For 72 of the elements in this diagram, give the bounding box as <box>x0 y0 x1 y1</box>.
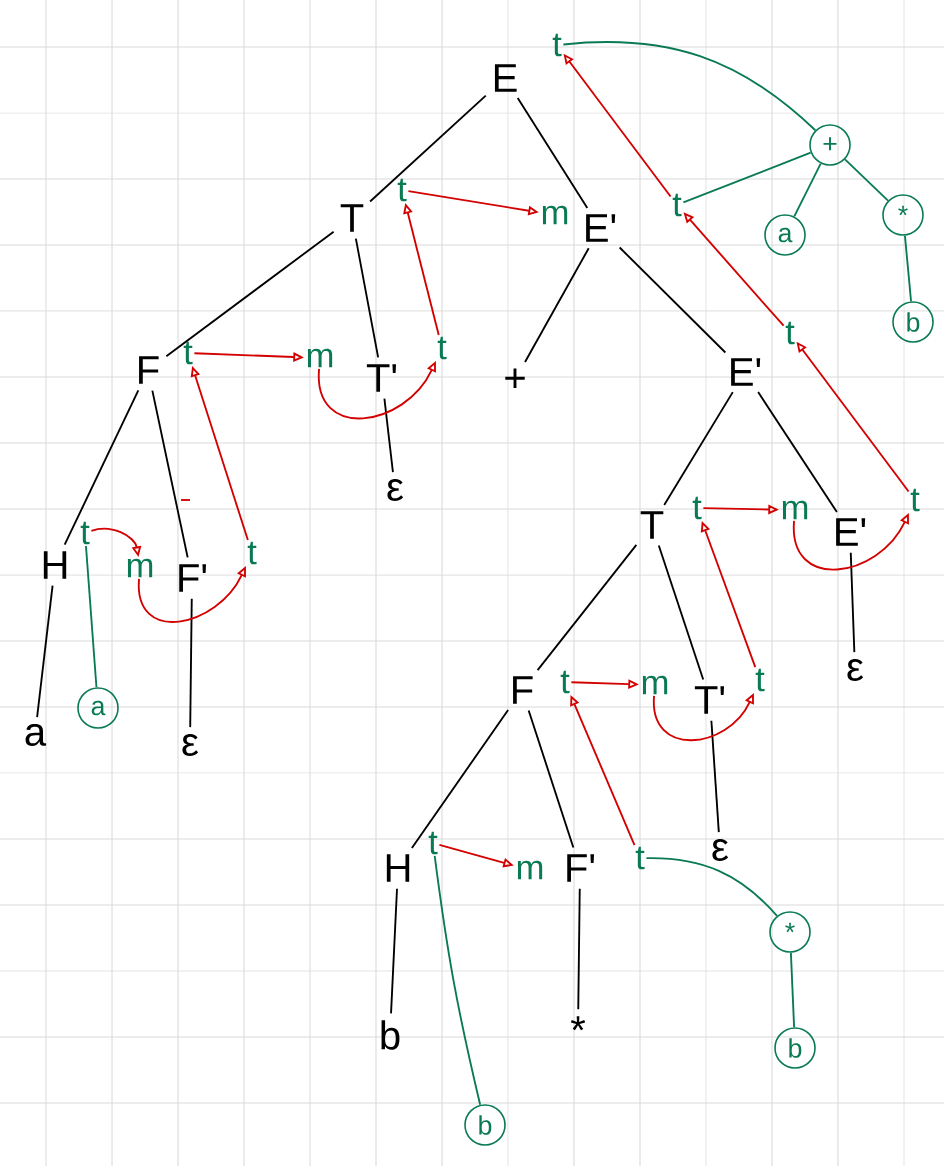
attribute-label: t <box>672 193 682 217</box>
attribute-label: m <box>517 860 543 880</box>
attribute-label: t <box>80 521 90 545</box>
grammar-symbol: T' <box>694 686 725 714</box>
tree-branch <box>354 237 380 359</box>
grammar-symbol: ε <box>182 734 199 756</box>
tree-branch <box>63 389 140 546</box>
grammar-symbol: F <box>513 676 533 704</box>
grammar-symbol: H <box>43 551 67 579</box>
grammar-symbol: + <box>505 368 525 389</box>
attribute-label: m <box>542 205 568 225</box>
tree-branch <box>410 709 510 849</box>
grammar-symbol: * <box>570 1016 586 1031</box>
tree-link <box>793 162 822 218</box>
tree-branch <box>527 709 575 849</box>
grammar-symbol: E <box>494 64 517 92</box>
attribute-label: t <box>552 33 562 57</box>
tree-branch <box>849 551 856 654</box>
grammar-symbol: E' <box>731 358 761 386</box>
tree-branch <box>36 584 54 719</box>
attribute-label: t <box>635 846 645 870</box>
grammar-symbol: T <box>340 204 364 232</box>
grammar-symbol: a <box>25 724 47 746</box>
grammar-symbol: E' <box>836 518 866 546</box>
tree-branch <box>657 544 705 681</box>
tree-branch <box>757 391 838 513</box>
tree-link <box>645 857 778 917</box>
attribute-label: t <box>437 336 447 360</box>
attribute-label: t <box>755 668 765 692</box>
attribute-label: m <box>782 500 808 520</box>
grammar-symbol: E' <box>586 214 616 242</box>
tree-link <box>844 158 889 202</box>
tree-branch <box>189 597 193 729</box>
attribute-label: t <box>560 670 570 694</box>
tree-branch <box>383 397 394 474</box>
tree-branch <box>165 230 335 358</box>
tree-branch <box>577 887 581 1011</box>
grammar-symbol: F <box>139 356 159 384</box>
tree-branch <box>663 391 734 506</box>
tree-link <box>789 951 796 1029</box>
grammar-symbol: T <box>640 511 664 539</box>
grammar-symbol: b <box>381 1020 400 1050</box>
tree-link <box>562 41 817 132</box>
tree-branch <box>524 247 590 363</box>
attribute-label: t <box>397 178 407 202</box>
grammar-symbol: F' <box>567 854 595 882</box>
tree-branch <box>536 543 638 672</box>
attribute-label: t <box>692 496 702 520</box>
grammar-symbol: ε <box>387 479 404 501</box>
tree-link <box>904 234 912 303</box>
tree-branch <box>390 887 398 1015</box>
attribute-label: t <box>183 341 193 365</box>
tree-branch <box>151 389 189 559</box>
attribute-label: t <box>785 321 795 345</box>
tree-branch <box>618 246 727 354</box>
grammar-symbol: ε <box>847 659 864 681</box>
tree-link <box>433 855 482 1106</box>
tree-link <box>85 545 98 689</box>
tree-link <box>682 151 812 204</box>
tree-branch <box>516 97 589 209</box>
attribute-label: m <box>642 675 668 695</box>
attribute-label: t <box>910 488 920 512</box>
attribute-label: m <box>307 348 333 368</box>
tree-branch <box>710 719 720 834</box>
attribute-label: t <box>428 831 438 855</box>
tree-branch <box>369 94 487 203</box>
grammar-symbol: T' <box>366 364 397 392</box>
attribute-label: t <box>247 541 257 565</box>
attribute-label: m <box>127 558 153 578</box>
grammar-symbol: F' <box>179 564 207 592</box>
grammar-symbol: H <box>386 854 410 882</box>
grammar-symbol: ε <box>712 839 729 861</box>
